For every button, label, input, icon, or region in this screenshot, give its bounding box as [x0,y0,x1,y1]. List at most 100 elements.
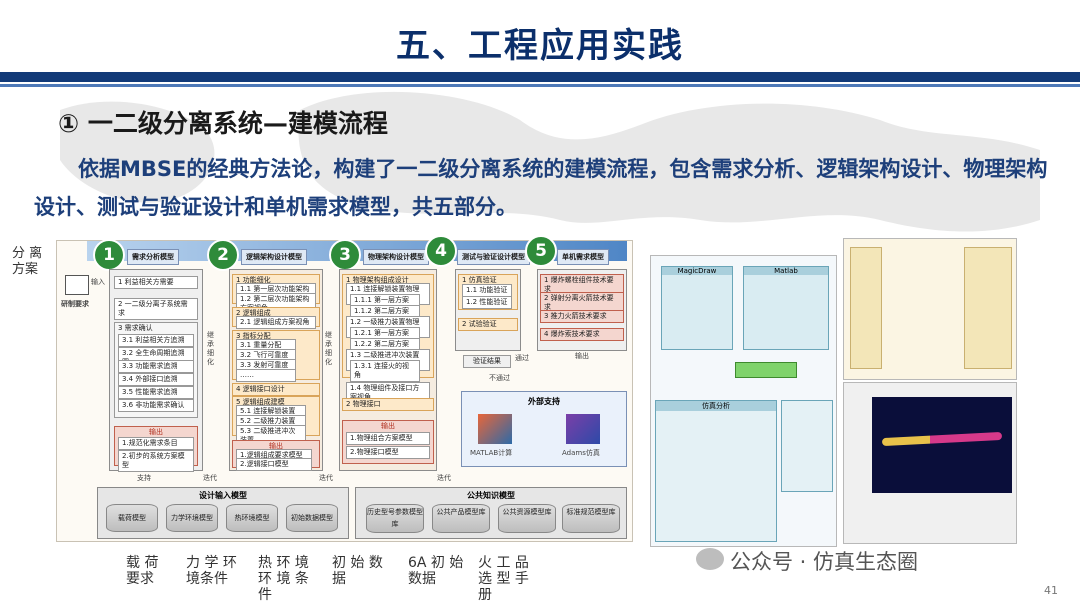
bottom-label-thermal-env: 热 环 境 环 境 条 件 [258,555,309,603]
phys-iface-title: 2 物理接口 [342,398,434,411]
bottom-label-6a-data: 6A 初 始 数据 [408,555,464,587]
bottom-label-load: 载 荷 要求 [126,555,159,587]
public-db-2: 公共产品模型库 [432,504,490,533]
verify-result: 验证结果 [463,355,511,368]
req-output-2: 2.初步的系统方案模型 [118,450,194,472]
logic-comp-item-1: 2.1 逻辑组成方案视角 [236,316,316,329]
test-column: 1 仿真验证 1.1 功能验证 1.2 性能验证 2 试验验证 [455,269,521,351]
phys-output-1: 1.物理组合方案模型 [346,432,430,445]
adams-3d-screenshot [843,382,1017,544]
support-label-1: 支持 [137,474,151,482]
design-input-db-1: 载荷模型 [106,504,158,532]
flow-green-node [735,362,797,378]
stage-2-label: 逻辑架构设计模型 [241,249,307,265]
test-sim-title: 1 仿真验证 [462,276,497,284]
external-support-box: 外部支持 MATLAB计算 Adams仿真 [461,391,627,467]
input-label: 输入 [91,278,105,286]
simulation-flow-screenshot: MagicDraw Matlab 仿真分析 [650,255,837,547]
test-exp-title: 2 试验验证 [458,318,518,331]
document-icon [65,275,89,295]
stage-2-circle: 2 [207,239,239,271]
magicdraw-label: MagicDraw [662,267,732,275]
unit-item-4: 4 爆炸索技术要求 [540,328,624,341]
design-input-panel: 设计输入模型 载荷模型 力学环境模型 热环境模型 初始数据模型 [97,487,349,539]
slide-title: 五、工程应用实践 [396,26,684,66]
unit-item-3: 3 推力火箭技术要求 [540,310,624,323]
adams-icon [566,414,600,444]
magicdraw-box: MagicDraw [661,266,733,350]
public-knowledge-panel: 公共知识模型 历史型号参数模型库 公共产品模型库 公共资源模型库 标准规范模型库 [355,487,627,539]
design-input-db-4: 初始数据模型 [286,504,338,532]
adams-label: Adams仿真 [562,449,600,457]
requirements-column: 1 利益相关方需要 2 一二级分离子系统需求 3 需求确认 3.1 利益相关方追… [109,269,203,472]
public-db-3: 公共资源模型库 [498,504,556,533]
stage-1-label: 需求分析模型 [127,249,179,265]
stage-3-circle: 3 [329,239,361,271]
req-box-1: 1 利益相关方需要 [114,276,198,289]
matlab-label: MATLAB计算 [470,449,513,457]
unit-column: 1 爆炸螺栓组件技术要求 2 弹射分离火箭技术要求 3 推力火箭技术要求 4 爆… [537,269,627,351]
stage-4-label: 测试与验证设计模型 [457,249,530,265]
page-number: 41 [1044,584,1058,597]
phys-output-2: 2.物理接口模型 [346,446,430,459]
logic-comp-title: 2 逻辑组成 [236,309,271,317]
intro-paragraph: 依据MBSE的经典方法论，构建了一二级分离系统的建模流程，包含需求分析、逻辑架构… [34,157,1048,219]
logic-output-2: 2.逻辑接口模型 [236,458,312,471]
matlab-box-label: Matlab [744,267,828,275]
bottom-label-init-data: 初 始 数 据 [332,555,383,587]
verify-fail-label: 不通过 [489,374,510,382]
modeling-flow-diagram: 1 需求分析模型 2 逻辑架构设计模型 3 物理架构设计模型 4 测试与验证设计… [56,235,633,542]
stage-4-circle: 4 [425,235,457,267]
req-item-1: 3.1 利益相关方追溯 [118,334,194,347]
req-item-5: 3.5 性能需求追溯 [118,386,194,399]
stage-5-label: 单机需求模型 [557,249,609,265]
public-db-1: 历史型号参数模型库 [366,504,424,533]
logic-output-title: 输出 [269,442,283,450]
rocket-model [881,431,1003,447]
unit-output-label: 输出 [575,352,589,360]
req-item-4: 3.4 外部接口追溯 [118,373,194,386]
public-db-4: 标准规范模型库 [562,504,620,533]
3d-viewport [872,397,1012,493]
sim-analysis-box: 仿真分析 [655,400,777,542]
req-item-6: 3.6 非功能需求确认 [118,399,194,412]
design-input-db-3: 热环境模型 [226,504,278,532]
logic-column: 1 功能细化 1.1 第一层次功能架构方案视角 1.2 第二层次功能架构方案视角… [229,269,323,471]
model-block-right [964,247,1012,369]
bottom-label-pyro-manual: 火 工 品 选 型 手 册 [478,555,529,603]
phys-comp-title: 1 物理架构组成设计 [346,276,409,284]
header-bar [0,72,1080,82]
public-knowledge-title: 公共知识模型 [467,491,515,500]
header-bar-accent [0,84,1080,87]
test-sim-item-2: 1.2 性能验证 [462,296,512,309]
model-block-left [850,247,882,369]
phys-output-title: 输出 [381,422,395,430]
req-confirm-title: 3 需求确认 [118,324,153,332]
logic-index-item-4: …… [236,369,296,382]
design-input-db-2: 力学环境模型 [166,504,218,532]
external-support-title: 外部支持 [528,397,560,406]
logic-func-title: 1 功能细化 [236,276,271,284]
logic-model-title: 5 逻辑组成建模 [236,398,285,406]
iterate-label-1: 迭代 [203,474,217,482]
section-subtitle: ① 一二级分离系统—建模流程 [58,109,388,138]
side-label: 分 离 方案 [12,246,43,277]
model-diagram-screenshot [843,238,1017,380]
logic-side-label: 继承细化 [207,331,214,366]
stage-5-circle: 5 [525,235,557,267]
design-input-title: 设计输入模型 [199,491,247,500]
phys-item-7: 1.3.1 连接火的视角 [350,360,420,382]
req-output-1: 1.规范化需求条目 [118,437,194,450]
physical-column: 1 物理架构组成设计 1.1 连接解锁装置物理方案视角 1.1.1 第一层方案视… [339,269,437,471]
req-box-2: 2 一二级分离子系统需求 [114,298,198,320]
matlab-icon [478,414,512,444]
logic-index-title: 3 指标分配 [236,332,271,340]
req-output-title: 输出 [149,428,163,436]
iterate-label-3: 迭代 [437,474,451,482]
wechat-icon [696,548,724,570]
req-item-3: 3.3 功能需求追溯 [118,360,194,373]
verify-pass-label: 通过 [515,354,529,362]
sim-side-box [781,400,833,492]
sim-analysis-label: 仿真分析 [656,401,776,411]
